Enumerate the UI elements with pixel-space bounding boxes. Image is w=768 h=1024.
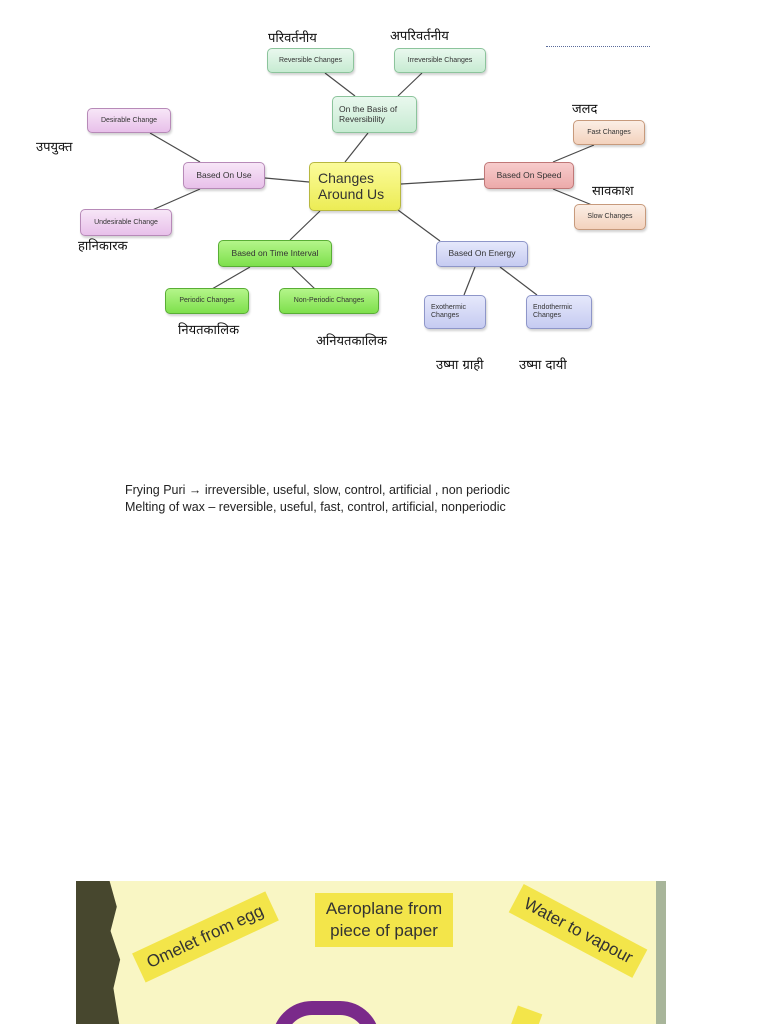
leaf-exothermic-label: Exothermic Changes: [431, 304, 467, 319]
leaf-undesirable: Undesirable Change: [80, 209, 172, 236]
annotation-fast: जलद: [572, 102, 598, 117]
sticker-aeroplane: Aeroplane from piece of paper: [315, 893, 453, 948]
edge-time-periodic: [211, 266, 251, 290]
center-node-label: Changes Around Us: [318, 170, 385, 202]
edge-use-desirable: [149, 132, 201, 163]
edge-speed-slow: [552, 188, 593, 206]
leaf-desirable-label: Desirable Change: [100, 116, 158, 124]
sticker-water: Water to vapour: [508, 883, 648, 979]
annotation-periodic: नियतकालिक: [178, 323, 240, 338]
edge-center-use: [264, 177, 310, 183]
annotation-desirable: उपयुक्त: [36, 140, 73, 155]
dotted-line: [546, 46, 650, 47]
leaf-endothermic-label: Endothermic Changes: [533, 304, 573, 319]
leaf-irreversible: Irreversible Changes: [394, 48, 486, 73]
leaf-nonperiodic-label: Non-Periodic Changes: [293, 297, 365, 305]
category-energy: Based On Energy: [436, 241, 528, 267]
edge-time-nonperiodic: [291, 266, 316, 290]
edge-center-speed: [400, 178, 485, 185]
leaf-periodic-label: Periodic Changes: [179, 297, 235, 305]
leaf-undesirable-label: Undesirable Change: [94, 218, 158, 226]
center-node: Changes Around Us: [309, 162, 401, 211]
category-use-label: Based On Use: [196, 169, 252, 180]
annotation-slow: सावकाश: [592, 184, 634, 199]
leaf-reversible-label: Reversible Changes: [278, 56, 343, 64]
annotation-undesirable: हानिकारक: [78, 239, 128, 254]
leaf-nonperiodic: Non-Periodic Changes: [279, 288, 379, 314]
leaf-reversible: Reversible Changes: [267, 48, 354, 73]
leaf-slow-label: Slow Changes: [587, 213, 633, 221]
leaf-slow: Slow Changes: [574, 204, 646, 230]
leaf-fast-label: Fast Changes: [587, 128, 631, 136]
edge-group: [149, 72, 595, 296]
edge-rev-reversible: [324, 72, 356, 97]
leaf-endothermic: Endothermic Changes: [526, 295, 592, 329]
sticker-omelet: Omelet from egg: [132, 891, 279, 983]
photo-shadow: [76, 881, 121, 1024]
edge-speed-fast: [552, 144, 595, 163]
category-reversibility: On the Basis of Reversibility: [332, 96, 417, 133]
category-time-interval: Based on Time Interval: [218, 240, 332, 267]
leaf-fast: Fast Changes: [573, 120, 645, 145]
category-reversibility-label: On the Basis of Reversibility: [339, 104, 398, 124]
edge-energy-exothermic: [463, 266, 476, 296]
annotation-exothermic: उष्मा ग्राही: [436, 358, 484, 373]
category-use: Based On Use: [183, 162, 265, 189]
photo-edge: [656, 881, 666, 1024]
mind-map-connectors: [149, 72, 595, 296]
purple-letter-shape: [272, 1001, 380, 1024]
edge-center-energy: [397, 209, 441, 242]
sticker-partial: [507, 1005, 543, 1024]
embedded-photo: Omelet from egg Aeroplane from piece of …: [76, 881, 666, 1024]
category-speed-label: Based On Speed: [496, 169, 562, 180]
sticker-aeroplane-label: Aeroplane from piece of paper: [325, 899, 443, 941]
edge-energy-endothermic: [499, 266, 538, 296]
annotation-irreversible: अपरिवर्तनीय: [390, 29, 449, 44]
note-line-1: Frying Puri → irreversible, useful, slow…: [125, 483, 510, 497]
notes-block: Frying Puri → irreversible, useful, slow…: [125, 482, 510, 516]
annotation-endothermic: उष्मा दायी: [519, 358, 567, 373]
annotation-reversible: परिवर्तनीय: [268, 31, 317, 46]
edge-use-undesirable: [149, 188, 201, 212]
category-energy-label: Based On Energy: [448, 248, 516, 259]
edge-center-reversibility: [344, 132, 369, 163]
leaf-desirable: Desirable Change: [87, 108, 171, 133]
category-speed: Based On Speed: [484, 162, 574, 189]
leaf-irreversible-label: Irreversible Changes: [407, 56, 473, 64]
leaf-periodic: Periodic Changes: [165, 288, 249, 314]
edge-center-time: [289, 210, 321, 241]
category-time-interval-label: Based on Time Interval: [231, 247, 319, 258]
annotation-nonperiodic: अनियतकालिक: [316, 334, 387, 349]
note-line-2: Melting of wax – reversible, useful, fas…: [125, 500, 506, 514]
leaf-exothermic: Exothermic Changes: [424, 295, 486, 329]
edge-rev-irreversible: [397, 72, 423, 97]
